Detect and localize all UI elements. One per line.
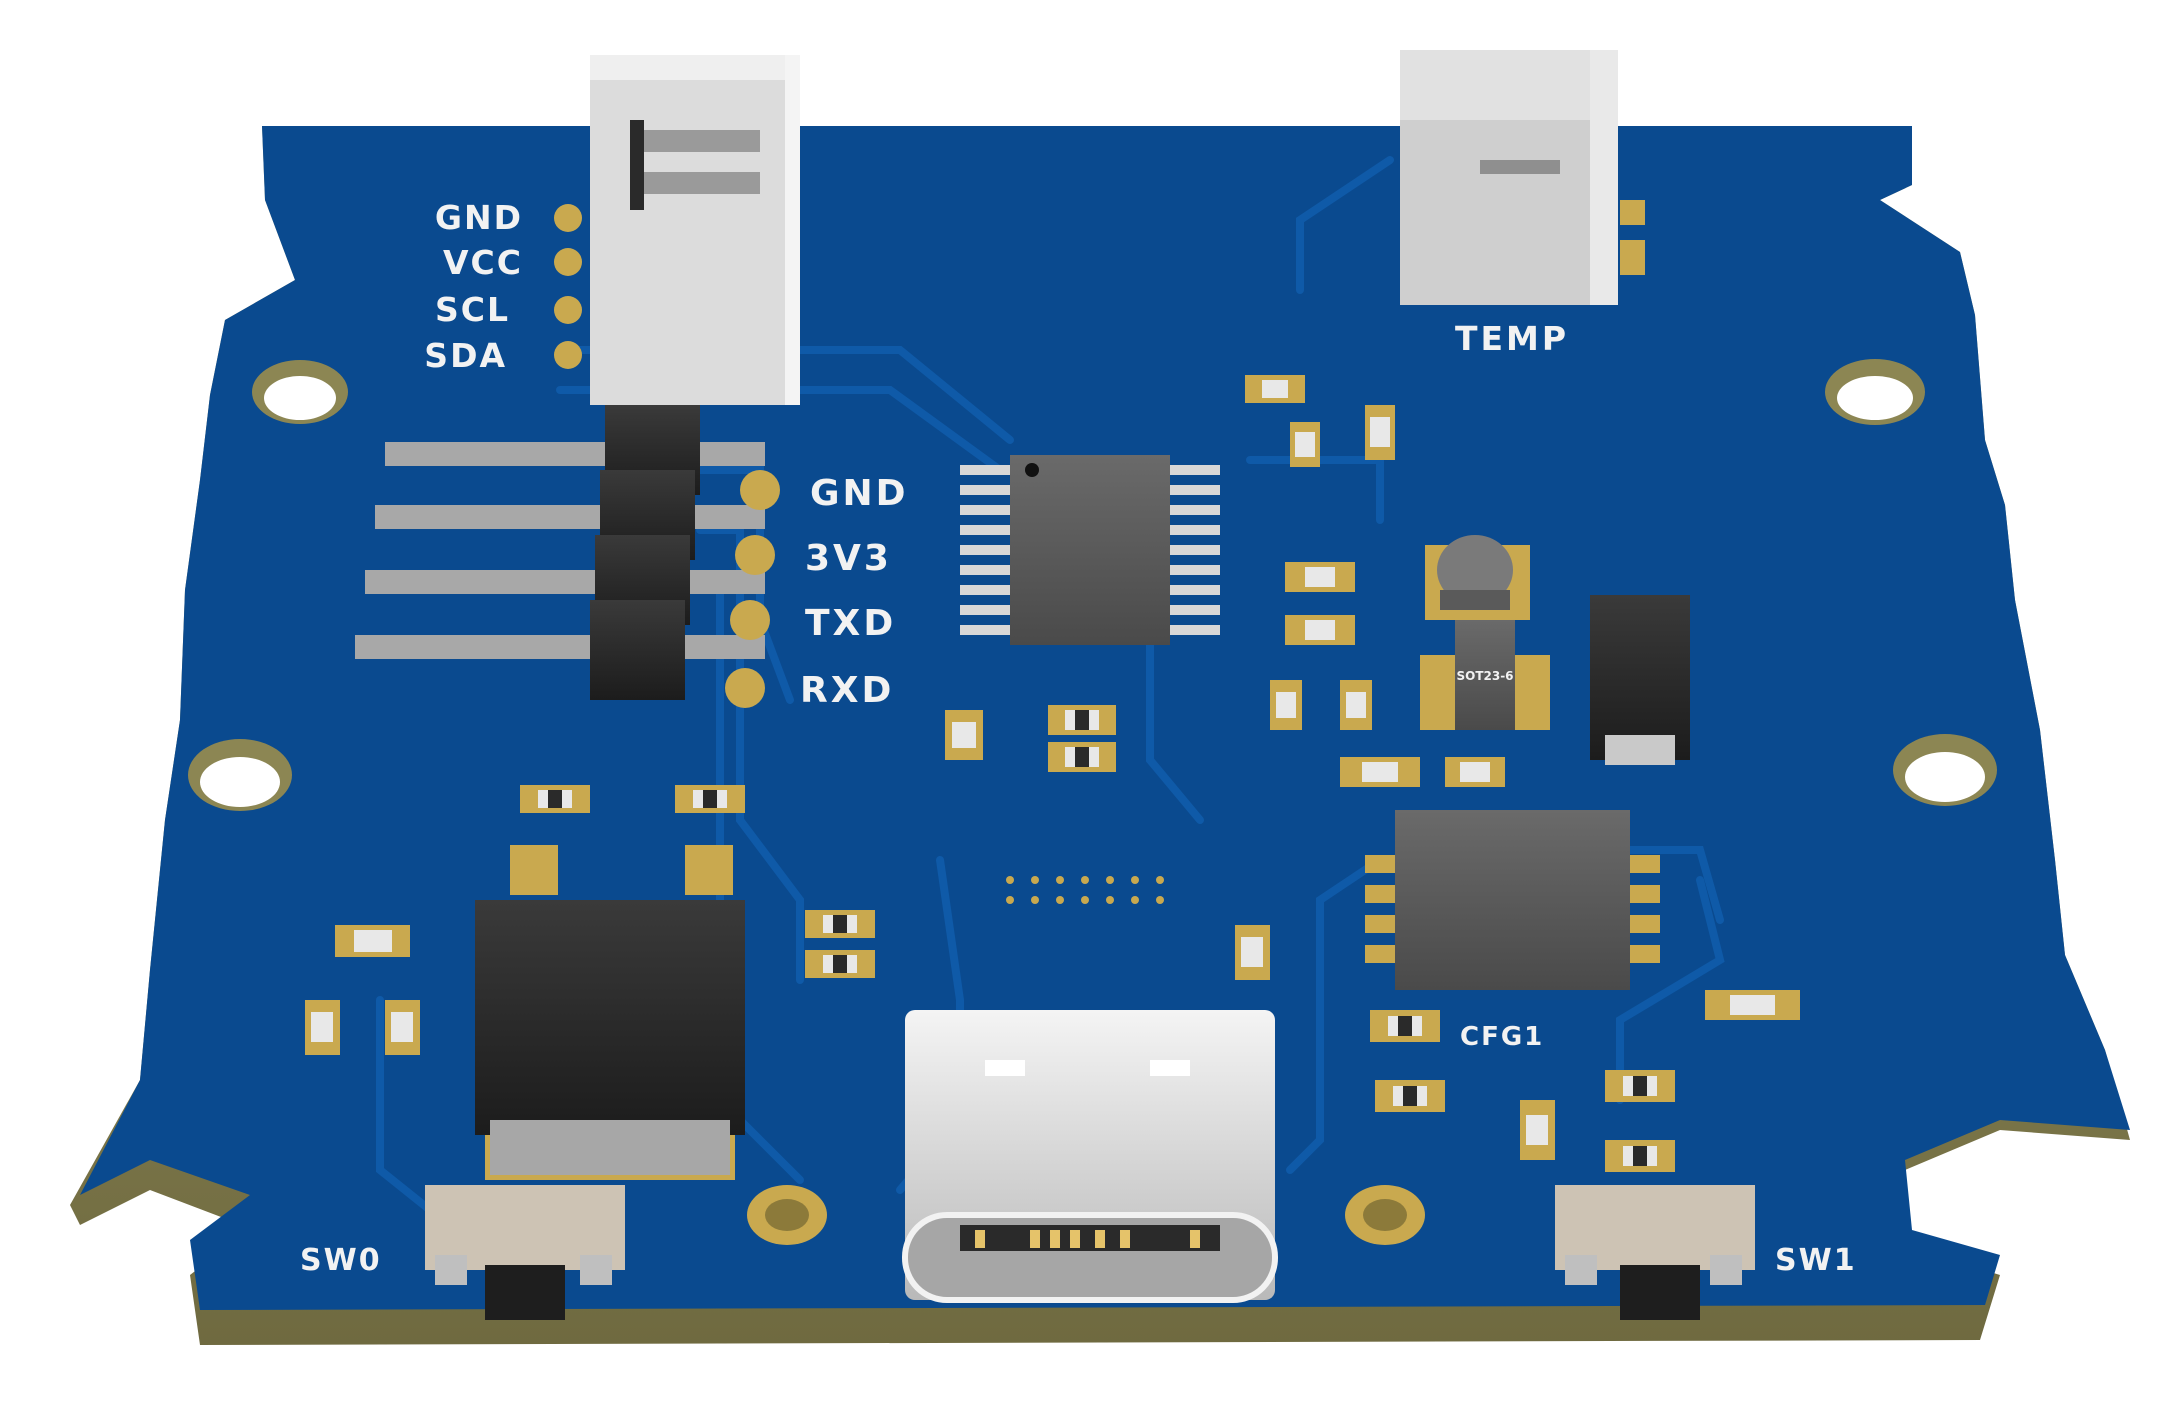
label-temp: TEMP — [1455, 319, 1569, 358]
label-i2c-gnd: GND — [435, 198, 523, 237]
voltage-regulator — [475, 845, 745, 1180]
label-uart-gnd: GND — [810, 473, 909, 514]
passives — [305, 375, 1800, 1172]
usb-c-connector — [902, 1010, 1278, 1303]
sot23-chip: SOT23-6 — [1420, 620, 1550, 730]
label-sw0: SW0 — [300, 1243, 382, 1278]
inductor — [1425, 535, 1530, 620]
switch-sw0 — [425, 1185, 625, 1320]
diode — [1590, 595, 1690, 765]
label-i2c-sda: SDA — [424, 336, 507, 375]
label-sw1: SW1 — [1775, 1243, 1857, 1278]
ssop-chip — [960, 455, 1220, 645]
uart-header — [355, 405, 780, 708]
label-i2c-vcc: VCC — [443, 243, 523, 282]
switch-sw1 — [1555, 1185, 1755, 1320]
mounting-holes — [188, 359, 1997, 1245]
via-array — [1006, 876, 1164, 904]
label-uart-txd: TXD — [805, 603, 896, 644]
sot-marking: SOT23-6 — [1456, 669, 1513, 683]
i2c-pins — [554, 204, 582, 369]
label-uart-rxd: RXD — [800, 670, 894, 711]
i2c-connector — [590, 55, 800, 405]
label-uart-3v3: 3V3 — [805, 538, 892, 579]
soic-chip — [1365, 810, 1660, 990]
label-cfg1: CFG1 — [1460, 1022, 1544, 1052]
temp-connector — [1400, 50, 1645, 305]
label-i2c-scl: SCL — [435, 290, 510, 329]
